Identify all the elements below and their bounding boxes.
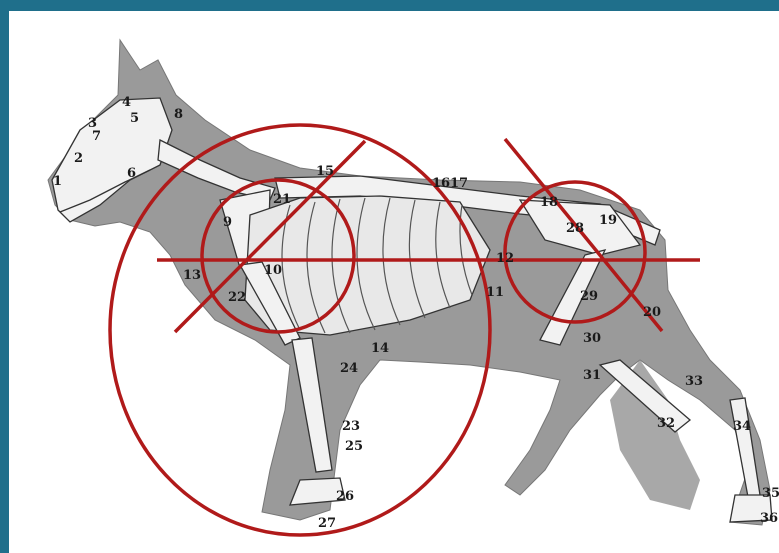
label-19: 19 <box>599 213 617 228</box>
label-28: 28 <box>566 221 584 236</box>
label-16: 16 <box>432 176 450 191</box>
label-34: 34 <box>733 419 751 434</box>
label-31: 31 <box>583 368 601 383</box>
label-15: 15 <box>316 164 334 179</box>
label-14: 14 <box>371 341 389 356</box>
label-20: 20 <box>643 305 661 320</box>
label-9: 9 <box>223 215 232 230</box>
label-18: 18 <box>540 195 558 210</box>
label-6: 6 <box>127 166 136 181</box>
label-1: 1 <box>53 174 62 189</box>
label-10: 10 <box>264 263 282 278</box>
label-27: 27 <box>318 516 336 531</box>
label-13: 13 <box>183 268 201 283</box>
label-26: 26 <box>336 489 354 504</box>
label-5: 5 <box>130 111 139 126</box>
label-24: 24 <box>340 361 358 376</box>
label-22: 22 <box>228 290 246 305</box>
label-2: 2 <box>74 151 83 166</box>
label-35: 35 <box>762 486 779 501</box>
label-8: 8 <box>174 107 183 122</box>
label-21: 21 <box>273 192 291 207</box>
label-25: 25 <box>345 439 363 454</box>
label-11: 11 <box>486 285 504 300</box>
label-32: 32 <box>657 416 675 431</box>
label-7: 7 <box>92 129 101 144</box>
label-30: 30 <box>583 331 601 346</box>
label-4: 4 <box>122 95 131 110</box>
label-33: 33 <box>685 374 703 389</box>
label-17: 17 <box>450 176 468 191</box>
label-23: 23 <box>342 419 360 434</box>
label-12: 12 <box>496 251 514 266</box>
label-29: 29 <box>580 289 598 304</box>
label-36: 36 <box>760 511 778 526</box>
